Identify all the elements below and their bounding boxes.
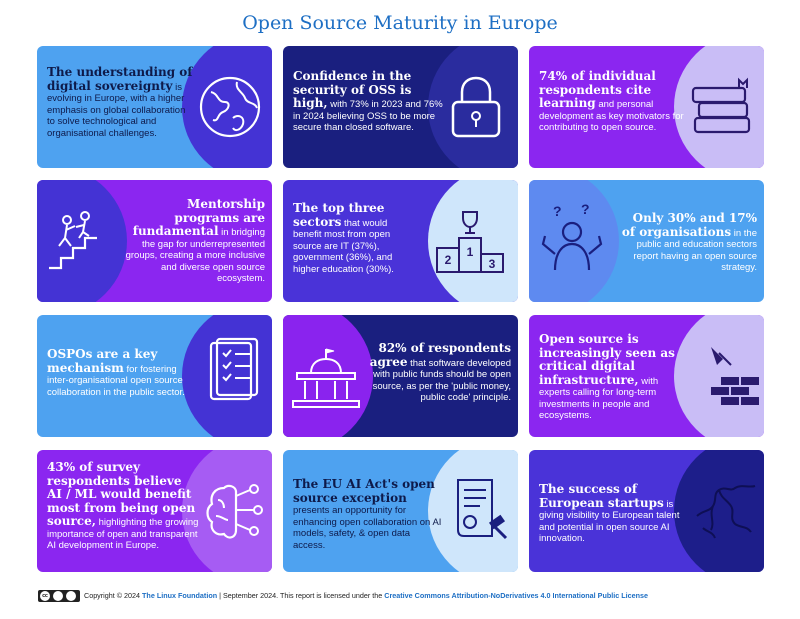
page-title: Open Source Maturity in Europe <box>242 12 558 34</box>
decor-circle <box>674 315 764 437</box>
podium-icon: 1 2 3 <box>433 206 507 276</box>
card-public-money: 82% of respondents agree that software d… <box>283 315 518 437</box>
confused-person-icon: ? ? <box>537 200 607 280</box>
card-body: with experts calling for long-term inves… <box>539 375 659 422</box>
nd-mark <box>66 591 76 602</box>
card-highlight: European startups <box>539 495 664 510</box>
card-lead: 43% of survey respondents <box>47 460 141 488</box>
card-text: Mentorship programs are fundamental in b… <box>121 197 265 285</box>
globe-icon <box>197 74 263 140</box>
neural-network-icon <box>202 478 268 544</box>
card-highlight: Confidence in the security of OSS is hig… <box>293 69 412 110</box>
legal-document-gavel-icon <box>448 476 514 546</box>
brick-wall-trowel-icon <box>701 343 761 409</box>
footer-copyright: Copyright © 2024 <box>84 591 143 600</box>
card-body: in bridging the gap for underrepresented… <box>125 227 265 284</box>
card-ai-ml: 43% of survey respondents believe AI / M… <box>37 450 272 572</box>
card-text: 43% of survey respondents believe AI / M… <box>47 460 200 552</box>
question-mark: ? <box>581 201 590 217</box>
cc-by-nd-icon: cc <box>38 590 80 603</box>
card-text: Only 30% and 17% of organisations in the… <box>617 211 757 274</box>
card-lead: The success of <box>539 482 638 496</box>
europe-map-icon <box>689 476 763 546</box>
card-highlight: The understanding of digital sovereignty <box>47 65 193 93</box>
card-text: OSPOs are a key mechanism for fostering … <box>47 347 197 398</box>
podium-label-first: 1 <box>467 245 474 259</box>
card-body: is giving visibility to European talent … <box>539 498 680 545</box>
card-body: with 73% in 2023 and 76% in 2024 believi… <box>293 99 443 133</box>
padlock-icon <box>448 74 504 140</box>
cc-mark: cc <box>40 591 50 602</box>
card-text: Open source is increasingly seen as crit… <box>539 332 689 422</box>
checklist-icon <box>207 337 263 407</box>
card-eu-ai-act: The EU AI Act's open source exception pr… <box>283 450 518 572</box>
government-building-icon <box>289 345 363 411</box>
card-body: that would benefit most from open source… <box>293 217 394 275</box>
card-body: in the public and education sectors repo… <box>633 227 757 274</box>
podium-label-third: 3 <box>489 257 496 271</box>
card-body: is evolving in Europe, with a higher emp… <box>47 81 186 139</box>
card-body: and personal development as key motivato… <box>539 99 684 133</box>
card-digital-infrastructure: Open source is increasingly seen as crit… <box>529 315 764 437</box>
card-text: The success of European startups is givi… <box>539 482 694 545</box>
books-icon <box>689 76 755 138</box>
card-startups: The success of European startups is givi… <box>529 450 764 572</box>
decor-circle <box>182 450 272 572</box>
question-mark: ? <box>553 203 562 219</box>
card-mentorship: Mentorship programs are fundamental in b… <box>37 180 272 302</box>
podium-label-second: 2 <box>445 253 452 267</box>
card-body: presents an opportunity for enhancing op… <box>293 505 442 551</box>
card-highlight: The EU AI Act's open source exception <box>293 477 435 505</box>
card-text: The top three sectors that would benefit… <box>293 201 418 275</box>
card-text: The EU AI Act's open source exception pr… <box>293 477 443 551</box>
card-text: 82% of respondents agree that software d… <box>361 341 511 404</box>
decor-circle <box>428 180 518 302</box>
card-body: that software developed with public fund… <box>372 357 511 404</box>
card-body: for fostering inter-organisational open … <box>47 363 185 398</box>
card-highlight: The top three sectors <box>293 201 385 229</box>
decor-circle <box>428 450 518 572</box>
card-highlight: Open source is increasingly seen as crit… <box>539 332 675 387</box>
decor-circle <box>674 46 764 168</box>
by-mark <box>53 591 63 602</box>
card-top-sectors: 1 2 3 The top three sectors that would b… <box>283 180 518 302</box>
card-highlight: believe AI / ML would benefit most from … <box>47 473 196 528</box>
card-highlight-learning: learning <box>539 96 596 110</box>
card-oss-security: Confidence in the security of OSS is hig… <box>283 46 518 168</box>
card-highlight: Only 30% and 17% of organisations <box>621 211 757 239</box>
card-text: 74% of individual respondents cite learn… <box>539 69 684 134</box>
footer: cc Copyright © 2024 The Linux Foundation… <box>38 590 778 604</box>
card-highlight: OSPOs are a key mechanism <box>47 347 158 375</box>
footer-org-link[interactable]: The Linux Foundation <box>142 591 218 600</box>
footer-license-link[interactable]: Creative Commons Attribution-NoDerivativ… <box>384 591 648 600</box>
card-text: The understanding of digital sovereignty… <box>47 65 195 139</box>
footer-date: | September 2024. This report is license… <box>217 591 385 600</box>
decor-circle <box>37 180 127 302</box>
card-learning-motivators: 74% of individual respondents cite learn… <box>529 46 764 168</box>
decor-circle <box>428 46 518 168</box>
stairs-climbing-icon <box>45 208 111 274</box>
card-text: Confidence in the security of OSS is hig… <box>293 69 443 134</box>
card-body: highlighting the growing importance of o… <box>47 517 199 551</box>
card-highlight: Mentorship programs are fundamental <box>132 197 265 238</box>
card-digital-sovereignty: The understanding of digital sovereignty… <box>37 46 272 168</box>
card-highlight: 74% of individual respondents cite <box>539 69 656 97</box>
card-ospos: OSPOs are a key mechanism for fostering … <box>37 315 272 437</box>
card-open-source-strategy: ? ? Only 30% and 17% of organisations in… <box>529 180 764 302</box>
card-highlight: 82% of respondents agree <box>369 341 511 369</box>
decor-circle <box>674 450 764 572</box>
